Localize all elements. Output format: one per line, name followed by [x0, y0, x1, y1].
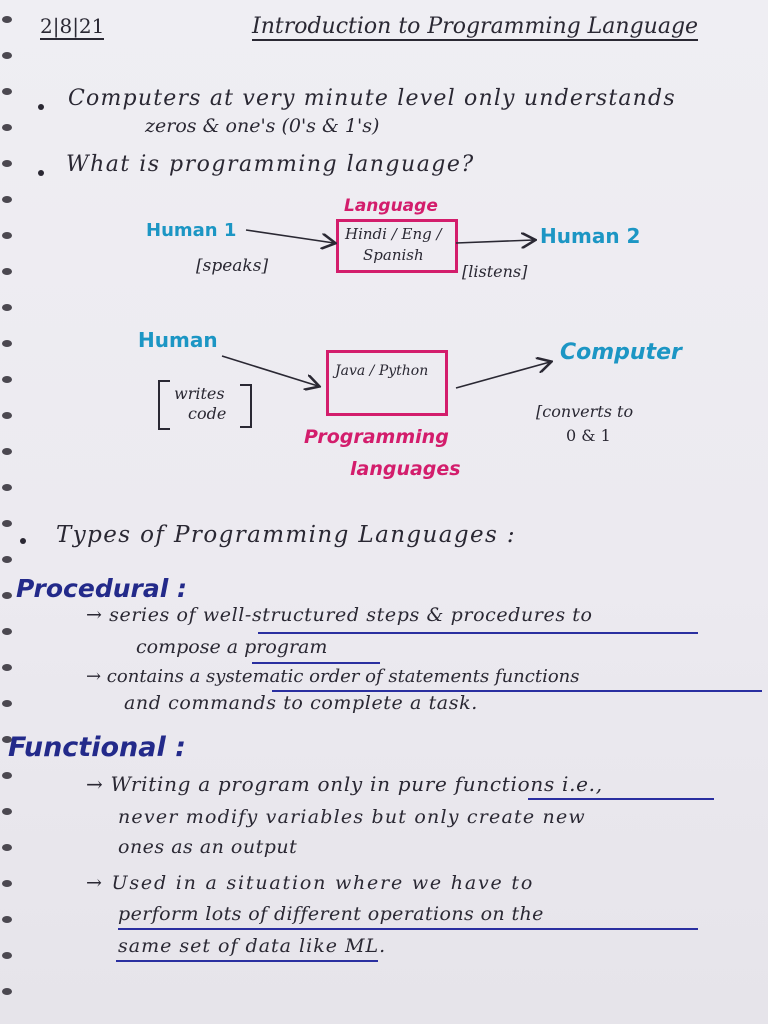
language-box-line-1: Hindi / Eng /	[345, 225, 442, 243]
human-2-label: Human 2	[540, 224, 641, 248]
intro-bullet-1-line-2: zeros & one's (0's & 1's)	[145, 115, 380, 137]
human-1-note: [speaks]	[196, 256, 269, 276]
procedural-point-2-line-1: → contains a systematic order of stateme…	[86, 666, 580, 687]
functional-point-2-line-1: → Used in a situation where we have to	[86, 872, 535, 894]
intro-bullet-2: What is programming language?	[66, 152, 475, 177]
bullet-dot	[38, 170, 44, 176]
procedural-point-1-line-1: → series of well-structured steps & proc…	[86, 604, 593, 626]
functional-title: Functional :	[8, 732, 186, 763]
functional-point-1-underline	[528, 798, 714, 800]
functional-point-1-line-1: → Writing a program only in pure functio…	[86, 772, 603, 796]
bullet-dot	[20, 538, 26, 544]
date-label: 2|8|21	[40, 14, 105, 40]
programming-languages-caption-line-2: languages	[350, 458, 461, 480]
writes-code-note-line-1: writes	[174, 384, 225, 403]
functional-point-2-underline	[116, 960, 378, 962]
functional-point-1-line-2: never modify variables but only create n…	[118, 806, 586, 828]
functional-point-2-underline	[118, 928, 698, 930]
programming-language-box: Java / Python	[326, 350, 448, 416]
human-2-note: [listens]	[462, 262, 528, 281]
language-box-title: Language	[344, 196, 438, 216]
human-label: Human	[138, 328, 218, 352]
types-heading: Types of Programming Languages :	[56, 522, 517, 548]
arrow-box-to-computer	[455, 362, 550, 389]
computer-label: Computer	[560, 340, 682, 365]
writes-code-note-line-2: code	[188, 404, 227, 423]
programming-language-box-text: Java / Python	[335, 363, 429, 379]
procedural-title: Procedural :	[16, 574, 187, 603]
procedural-point-1-underline	[252, 662, 380, 664]
arrow-language-to-human2	[455, 240, 534, 243]
intro-bullet-1-line-1: Computers at very minute level only unde…	[68, 86, 676, 111]
procedural-point-2-underline	[272, 690, 762, 692]
functional-point-2-line-3: same set of data like ML.	[118, 935, 387, 957]
procedural-point-1-line-2: compose a program	[136, 636, 328, 658]
functional-point-2-line-2: perform lots of different operations on …	[118, 903, 544, 925]
arrow-human1-to-language	[245, 229, 334, 243]
arrow-human-to-box	[221, 355, 318, 386]
functional-point-1-line-3: ones as an output	[118, 836, 298, 858]
human-1-label: Human 1	[146, 220, 237, 241]
writes-code-bracket	[158, 380, 170, 430]
spiral-binding	[0, 0, 16, 1024]
writes-code-bracket	[240, 384, 252, 428]
programming-languages-caption-line-1: Programming	[304, 426, 449, 448]
procedural-point-1-underline	[258, 632, 698, 634]
procedural-point-2-line-2: and commands to complete a task.	[124, 692, 478, 714]
converts-note-line-1: [converts to	[536, 402, 634, 421]
converts-note-line-2: 0 & 1	[566, 426, 611, 445]
language-box-line-2: Spanish	[363, 246, 424, 264]
language-box: Hindi / Eng / Spanish	[336, 219, 458, 273]
bullet-dot	[38, 104, 44, 110]
page-title: Introduction to Programming Language	[252, 14, 699, 41]
